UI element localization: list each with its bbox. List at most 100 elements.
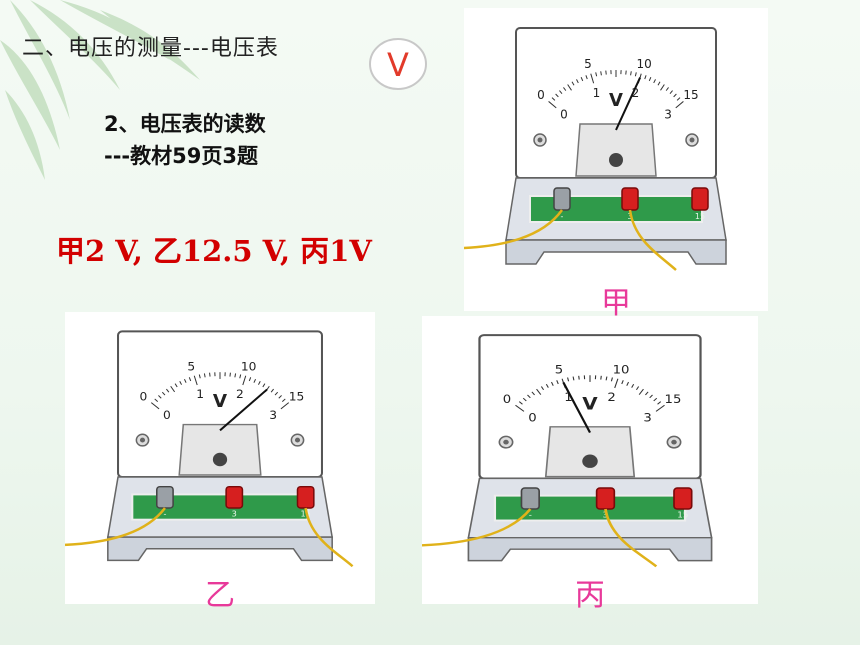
scale-tick [270, 388, 274, 393]
scale-tick [170, 385, 176, 393]
scale-tick [653, 79, 656, 84]
scale-label-top: 15 [665, 392, 682, 406]
scale-tick [239, 374, 242, 379]
scale-tick [571, 81, 575, 86]
scale-tick [644, 75, 647, 80]
badge-letter: V [387, 46, 409, 84]
terminal-post [553, 187, 571, 211]
meter-caption-yi: 乙 [205, 578, 235, 613]
scale-tick [605, 376, 608, 381]
unit-label: V [609, 90, 623, 111]
screw-center [671, 439, 677, 445]
scale-tick [540, 386, 545, 391]
meter-window [178, 423, 262, 476]
willow-leaves-decoration [0, 0, 200, 180]
terminal-post [691, 187, 709, 211]
scale-tick [234, 373, 237, 378]
scale-label-bottom: 0 [560, 107, 568, 121]
terminal-label: 15 [695, 212, 705, 221]
meter-feet [505, 239, 727, 265]
scale-tick [274, 391, 279, 396]
scale-tick [555, 93, 559, 98]
scale-label-top: 10 [241, 360, 257, 374]
terminal-label: 3 [232, 510, 237, 519]
scale-label-bottom: 3 [269, 408, 277, 422]
subheading: 2、电压表的读数 [104, 112, 266, 136]
unit-label: V [213, 391, 227, 411]
screw-center [139, 437, 146, 443]
scale-tick [161, 391, 166, 396]
scale-label-bottom: 0 [528, 410, 537, 424]
scale-tick [657, 401, 662, 405]
scale-label-top: 0 [140, 390, 148, 404]
scale-tick [595, 72, 598, 77]
meter-needle [615, 77, 642, 131]
scale-label-top: 5 [555, 362, 563, 376]
scale-label-bottom: 2 [607, 390, 615, 404]
scale-label-top: 10 [613, 362, 630, 376]
scale-label-top: 0 [503, 392, 512, 406]
scale-label-top: 5 [187, 360, 195, 374]
scale-tick [631, 383, 635, 388]
scale-label-bottom: 3 [643, 410, 651, 424]
scale-tick [281, 398, 286, 402]
scale-label-bottom: 1 [593, 86, 601, 100]
terminal-post [621, 187, 639, 211]
scale-tick [610, 377, 613, 382]
scale-tick [515, 404, 525, 412]
scale-tick [600, 375, 602, 380]
wire [304, 507, 354, 568]
meter-feet [467, 536, 713, 562]
scale-tick [154, 398, 159, 402]
scale-tick [518, 401, 523, 405]
scale-tick [676, 97, 681, 101]
scale-tick [188, 377, 192, 382]
scale-tick [653, 397, 658, 402]
scale-tick [179, 381, 183, 385]
scale-tick [278, 395, 282, 399]
textbook-reference: ---教材59页3题 [104, 144, 258, 168]
scale-label-bottom: 1 [196, 388, 204, 402]
scale-tick [536, 388, 542, 395]
scale-tick [644, 391, 649, 396]
scale-tick [649, 394, 653, 399]
scale-tick [585, 75, 588, 80]
scale-tick [567, 377, 570, 382]
scale-tick [198, 374, 201, 379]
scale-tick [657, 81, 661, 86]
scale-tick [669, 90, 673, 94]
scale-tick [634, 72, 637, 77]
meter-needle [562, 382, 592, 433]
scale-tick [567, 84, 572, 91]
scale-tick [522, 397, 527, 402]
scale-tick [614, 378, 619, 389]
scale-tick [635, 386, 640, 391]
scale-tick [262, 383, 266, 388]
zero-adjust-knob [609, 153, 623, 167]
scale-label-bottom: 0 [163, 408, 171, 422]
scale-tick [580, 76, 584, 82]
scale-tick [551, 97, 556, 101]
terminal-label: - [529, 510, 532, 519]
scale-label-top: 5 [584, 57, 592, 71]
scale-tick [673, 93, 677, 98]
unit-label: V [582, 395, 598, 414]
meter-caption-jia: 甲 [601, 286, 631, 321]
scale-label-bottom: 1 [564, 390, 572, 404]
scale-tick [183, 378, 187, 383]
scale-tick [630, 71, 632, 76]
scale-tick [248, 377, 252, 382]
terminal-label: - [561, 212, 564, 221]
zero-adjust-knob [582, 454, 598, 468]
meter-feet [107, 536, 333, 562]
scale-tick [166, 388, 170, 393]
wire [604, 508, 658, 568]
scale-tick [638, 388, 644, 395]
scale-label-top: 15 [289, 390, 305, 404]
scale-tick [550, 381, 554, 386]
